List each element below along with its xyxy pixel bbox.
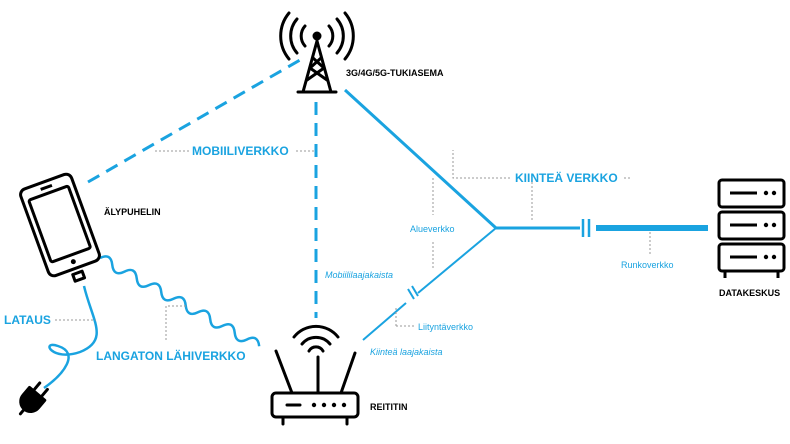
mobile-link-phone-tower: [87, 58, 301, 184]
charging-label: LATAUS: [4, 313, 51, 327]
fixed-broadband-label: Kiinteä laajakaista: [370, 347, 443, 357]
charging-cable: [43, 285, 98, 390]
access-network-label: Liityntäverkko: [418, 322, 473, 332]
access-link-lower: [362, 302, 407, 341]
mobile-network-label: MOBIILIVERKKO: [192, 144, 289, 158]
smartphone-icon: [19, 172, 101, 283]
cell-tower-icon: [279, 11, 355, 94]
wlan-label: LANGATON LÄHIVERKKO: [96, 348, 246, 363]
backbone-label: Runkoverkko: [621, 260, 674, 270]
router-icon: [270, 324, 360, 426]
power-plug-icon: [18, 381, 49, 416]
router-label: REITITIN: [370, 402, 408, 412]
leader-wlan: [165, 305, 188, 340]
access-break-1: [407, 288, 415, 300]
mobile-broadband-label: Mobiililaajakaista: [325, 270, 393, 280]
regional-network-label: Alueverkko: [410, 224, 455, 234]
server-rack-icon: [717, 178, 786, 278]
wlan-wave: [99, 255, 261, 347]
access-break-2: [411, 285, 419, 297]
datacenter-label: DATAKESKUS: [719, 288, 780, 298]
leader-fixed: [452, 150, 510, 179]
access-link-upper: [417, 227, 497, 294]
regional-link-tower: [343, 88, 498, 230]
fixed-network-label: KIINTEÄ VERKKO: [515, 170, 618, 185]
tower-label: 3G/4G/5G-TUKIASEMA: [346, 68, 444, 78]
phone-label: ÄLYPUHELIN: [104, 207, 161, 217]
